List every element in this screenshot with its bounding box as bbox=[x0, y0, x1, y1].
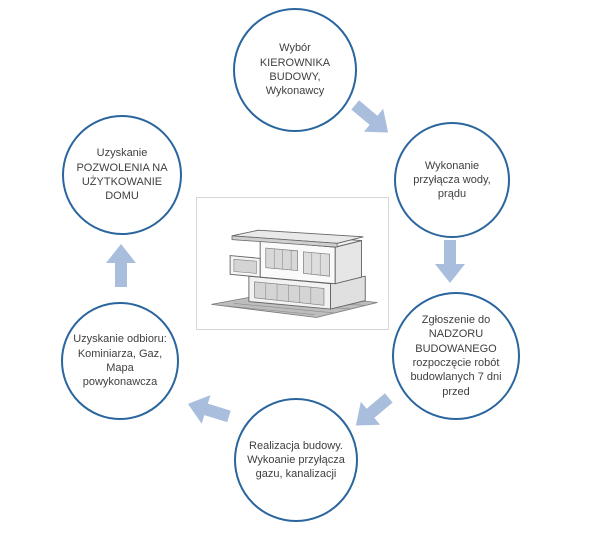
node-label: Zgłoszenie do NADZORU BUDOWANEGO rozpocz… bbox=[410, 314, 502, 398]
arrow-icon bbox=[345, 93, 399, 146]
node-label: Uzyskanie odbioru: Kominiarza, Gaz, Mapa… bbox=[73, 333, 167, 389]
house-icon bbox=[210, 229, 378, 318]
arrow-icon bbox=[345, 386, 399, 439]
node-realizacja-budowy: Realizacja budowy. Wykoanie przyłącza ga… bbox=[234, 398, 358, 522]
node-label: Wybór KIEROWNIKA BUDOWY, Wykonawcy bbox=[259, 42, 331, 98]
house-sketch-image bbox=[196, 197, 389, 330]
arrow-icon bbox=[434, 240, 466, 284]
node-label: Uzyskanie POZWOLENIA NA UŻYTKOWANIE DOMU bbox=[76, 147, 168, 203]
node-wykonanie-przylacza: Wykonanie przyłącza wody, prądu bbox=[394, 122, 510, 238]
arrow-icon bbox=[182, 388, 233, 431]
arrow-icon bbox=[105, 243, 137, 287]
node-uzyskanie-odbioru: Uzyskanie odbioru: Kominiarza, Gaz, Mapa… bbox=[61, 302, 179, 420]
node-uzyskanie-pozwolenia: Uzyskanie POZWOLENIA NA UŻYTKOWANIE DOMU bbox=[62, 115, 182, 235]
node-label: Wykonanie przyłącza wody, prądu bbox=[413, 159, 491, 201]
node-label: Realizacja budowy. Wykoanie przyłącza ga… bbox=[247, 439, 345, 481]
node-zgloszenie-nadzor: Zgłoszenie do NADZORU BUDOWANEGO rozpocz… bbox=[392, 292, 520, 420]
node-wybor-kierownika: Wybór KIEROWNIKA BUDOWY, Wykonawcy bbox=[233, 8, 357, 132]
